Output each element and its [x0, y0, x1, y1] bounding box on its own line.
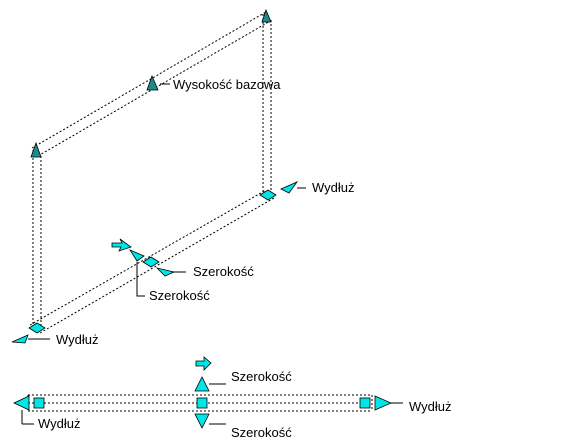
flip-grip-icon[interactable]: [195, 356, 212, 371]
location-grip-diamond-icon[interactable]: [28, 322, 46, 334]
location-grip-diamond-icon[interactable]: [259, 189, 277, 201]
wall-bottom-edge-outer: [29, 189, 267, 326]
width-grip-icon[interactable]: [155, 267, 176, 277]
location-grip-diamond-icon[interactable]: [142, 256, 160, 268]
extend-right-upper-label: Wydłuż: [312, 180, 355, 195]
base-height-grip-icon[interactable]: [30, 141, 42, 158]
location-grip-square-icon[interactable]: [196, 397, 208, 409]
width-bottom-lower-label: Szerokość: [231, 425, 292, 440]
extend-left-lower-label: Wydłuż: [38, 416, 81, 431]
width-b-leader: [136, 262, 145, 297]
extend-grip-icon[interactable]: [280, 181, 299, 194]
location-grip-square-icon[interactable]: [33, 397, 45, 409]
width-a-label: Szerokość: [193, 264, 254, 279]
width-top-lower-label: Szerokość: [231, 369, 292, 384]
width-grip-icon[interactable]: [194, 376, 210, 392]
extend-grip-icon[interactable]: [11, 334, 29, 344]
extend-right-lower-label: Wydłuż: [409, 399, 452, 414]
wall-top-edge-outer: [31, 11, 267, 149]
wall-top-edge-inner: [37, 19, 273, 157]
wall-bottom-edge-inner: [39, 197, 275, 334]
width-grip-icon[interactable]: [128, 249, 145, 262]
width-grip-icon[interactable]: [194, 413, 210, 429]
base-height-label: Wysokość bazowa: [173, 77, 281, 92]
width-b-label: Szerokość: [149, 288, 210, 303]
extend-grip-icon[interactable]: [13, 395, 30, 411]
location-grip-square-icon[interactable]: [359, 397, 371, 409]
base-height-grip-icon[interactable]: [261, 8, 272, 23]
base-height-grip-icon[interactable]: [146, 74, 159, 91]
isometric-wall: [29, 11, 275, 334]
extend-grip-icon[interactable]: [374, 395, 392, 411]
flip-grip-icon[interactable]: [111, 238, 132, 252]
extend-left-upper-label: Wydłuż: [56, 332, 99, 347]
